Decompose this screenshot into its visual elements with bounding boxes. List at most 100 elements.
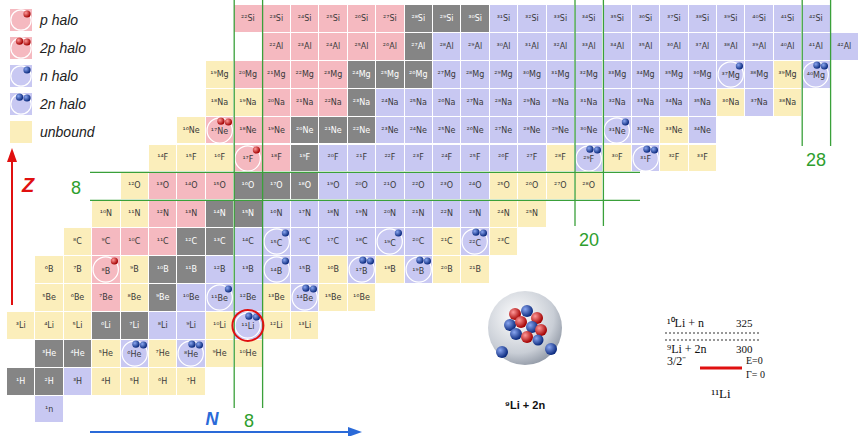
nuclide-label: ⁶He	[127, 350, 141, 359]
nuclide-label: ⁷He	[156, 349, 170, 358]
nuclide-cell: ¹⁴B	[263, 256, 290, 283]
nuclide-cell: ²⁶O	[518, 172, 545, 199]
nuclide-label: ²¹B	[469, 265, 481, 274]
nuclide-cell: ²⁰C	[405, 228, 432, 255]
nuclide-label: ¹³Li	[298, 321, 311, 330]
nuclide-label: ¹⁴B	[270, 267, 282, 276]
nuclide-label: ³⁸Al	[724, 42, 738, 51]
nuclide-cell: ¹⁷O	[263, 172, 290, 199]
nuclide-cell: ²⁴Na	[376, 89, 403, 116]
nuclide-label: ²³Ne	[381, 126, 398, 135]
nuclide-cell: ²²Na	[319, 89, 346, 116]
nuclide-label: ¹⁶F	[214, 153, 225, 162]
nuclide-label: ¹⁶N	[270, 209, 282, 218]
nuclide-cell: ⁹Be	[149, 284, 176, 311]
nuclide-label: ³⁰Al	[496, 42, 510, 51]
nuclide-label: ¹⁷F	[242, 155, 253, 164]
nuclide-label: ⁴⁰Mg	[807, 71, 825, 80]
nuclide-label: ²²Si	[241, 14, 255, 23]
nuclide-cell: ⁴²Si	[802, 5, 829, 32]
nuclide-cell: ³¹Si	[490, 5, 517, 32]
nuclide-cell: ¹⁵Be	[319, 284, 346, 311]
nuclide-cell: ³⁵Si	[603, 5, 630, 32]
nuclide-label: ²⁴O	[469, 181, 482, 190]
nuclide-cell: ³³Ne	[660, 117, 687, 144]
nuclide-cell: ²⁸Na	[490, 89, 517, 116]
nuclide-label: ²⁸Na	[495, 98, 512, 107]
nuclide-cell: ¹¹Li	[234, 312, 261, 339]
nuclide-cell: ¹⁰Li	[206, 312, 233, 339]
legend-swatch	[10, 9, 32, 31]
nuclide-cell: ¹H	[7, 368, 34, 395]
nuclide-cell: ²⁵N	[518, 200, 545, 227]
nuclide-label: ¹⁹N	[355, 209, 367, 218]
nuclide-cell: ³⁰F	[603, 145, 630, 172]
nuclide-label: ²³F	[413, 153, 424, 162]
magic-number: 8	[71, 178, 81, 199]
nuclide-cell: ⁶He	[121, 340, 148, 367]
nuclide-cell: ²³Al	[291, 33, 318, 60]
nuclide-cell: ³³Na	[632, 89, 659, 116]
nuclide-cell: ¹⁰Be	[177, 284, 204, 311]
nuclide-label: ¹⁹C	[384, 239, 396, 248]
nuclide-label: ³⁵Si	[610, 14, 624, 23]
nuclide-label: ¹³Be	[268, 293, 285, 302]
nuclide-label: ¹⁹Na	[239, 98, 256, 107]
nuclide-cell: ⁹Li	[177, 312, 204, 339]
nuclide-label: ¹⁴O	[185, 181, 198, 190]
nuclide-label: ²⁶Ne	[466, 126, 483, 135]
nuclide-label: ³¹Al	[525, 42, 539, 51]
nuclide-cell: ¹³Li	[291, 312, 318, 339]
nuclide-label: ²⁷O	[554, 181, 567, 190]
nuclide-label: ³³Mg	[608, 70, 626, 79]
nuclide-label: ¹²C	[185, 237, 197, 246]
nuclide-label: ³⁶Si	[639, 14, 653, 23]
nuclide-cell: ⁶Li	[92, 312, 119, 339]
nuclide-label: ²²Na	[324, 98, 341, 107]
nuclide-cell: ²³F	[405, 145, 432, 172]
level-value: E=0	[746, 355, 763, 367]
nuclide-label: ¹³C	[213, 237, 225, 246]
nuclide-label: ¹⁰N	[100, 209, 112, 218]
axis-title: N	[206, 409, 219, 430]
nuclide-label: ¹⁷C	[327, 237, 339, 246]
nuclide-label: ³³F	[697, 153, 708, 162]
nuclide-label: ²¹O	[384, 181, 397, 190]
nuclide-cell: ³⁰Ne	[575, 117, 602, 144]
nuclide-cell: ¹⁰C	[121, 228, 148, 255]
nuclide-cell: ²³Na	[348, 89, 375, 116]
nuclide-cell: ³⁴Ne	[689, 117, 716, 144]
nuclide-label: ²⁷Ne	[495, 126, 512, 135]
nuclide-cell: ¹²B	[206, 256, 233, 283]
nuclide-cell: ⁷B	[64, 256, 91, 283]
nuclide-cell: ³⁰Mg	[518, 61, 545, 88]
nuclide-cell: ²⁹Na	[518, 89, 545, 116]
nuclide-label: ³⁹Al	[752, 42, 766, 51]
nuclide-cell: ¹⁶F	[206, 145, 233, 172]
nuclide-cell: ¹²N	[149, 200, 176, 227]
nuclide-label: ¹²N	[156, 209, 168, 218]
nuclide-cell: ³⁹Mg	[774, 61, 801, 88]
nuclide-label: ²⁶Mg	[409, 70, 427, 79]
nuclide-cell: ⁹He	[206, 340, 233, 367]
nuclide-cell: ²³N	[461, 200, 488, 227]
nuclide-label: ²²C	[469, 239, 481, 248]
nuclide-label: ¹⁵B	[299, 265, 311, 274]
nuclide-cell: ³²Al	[547, 33, 574, 60]
nuclide-label: ¹³B	[242, 265, 254, 274]
nuclide-cell: ²⁶F	[490, 145, 517, 172]
nucleus-name: ¹¹Li	[711, 387, 730, 402]
nuclide-label: ²³N	[469, 209, 481, 218]
level-energy: 325	[736, 317, 753, 330]
nuclide-cell: ³He	[35, 340, 62, 367]
nuclide-label: ¹⁴F	[157, 153, 168, 162]
nuclide-label: ¹²O	[128, 181, 141, 190]
nuclide-cell: ³⁷Al	[689, 33, 716, 60]
nuclide-label: ¹⁶Be	[353, 293, 370, 302]
nuclide-cell: ²⁵Si	[319, 5, 346, 32]
nuclide-label: ²⁹Al	[468, 42, 482, 51]
nuclide-label: ³⁵Mg	[665, 70, 683, 79]
nuclide-label: ²²O	[412, 181, 425, 190]
n-axis-arrow	[90, 427, 362, 436]
nuclide-label: ⁸C	[73, 237, 82, 246]
